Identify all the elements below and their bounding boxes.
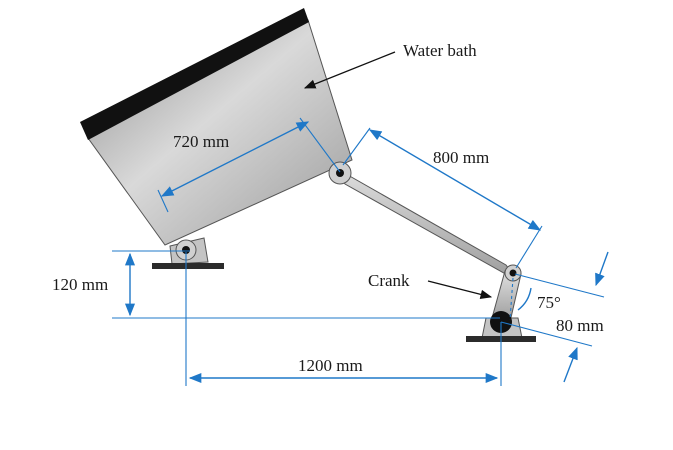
water-bath-rim bbox=[80, 8, 309, 140]
dim-80-label: 80 mm bbox=[556, 316, 604, 335]
coupler-link bbox=[331, 165, 519, 282]
dim-1200-label: 1200 mm bbox=[298, 356, 363, 375]
water-bath-leader bbox=[303, 51, 396, 89]
dim-720-label: 720 mm bbox=[173, 132, 229, 151]
dim-720-line bbox=[160, 121, 310, 197]
crank-label: Crank bbox=[368, 271, 410, 290]
crank-leader bbox=[427, 280, 493, 299]
dim-120-label: 120 mm bbox=[52, 275, 108, 294]
dim-800-label: 800 mm bbox=[433, 148, 489, 167]
left-ground-base bbox=[152, 263, 224, 269]
angle-75-arc bbox=[517, 287, 532, 311]
water-bath-label: Water bath bbox=[403, 41, 477, 60]
coupler-pin-top bbox=[336, 169, 344, 177]
dim-80-arrow-bottom bbox=[563, 346, 578, 383]
dim-80-arrow-top bbox=[595, 251, 609, 287]
angle-75-label: 75° bbox=[537, 293, 561, 312]
dim-800-line bbox=[368, 129, 542, 231]
water-bath bbox=[80, 8, 353, 246]
